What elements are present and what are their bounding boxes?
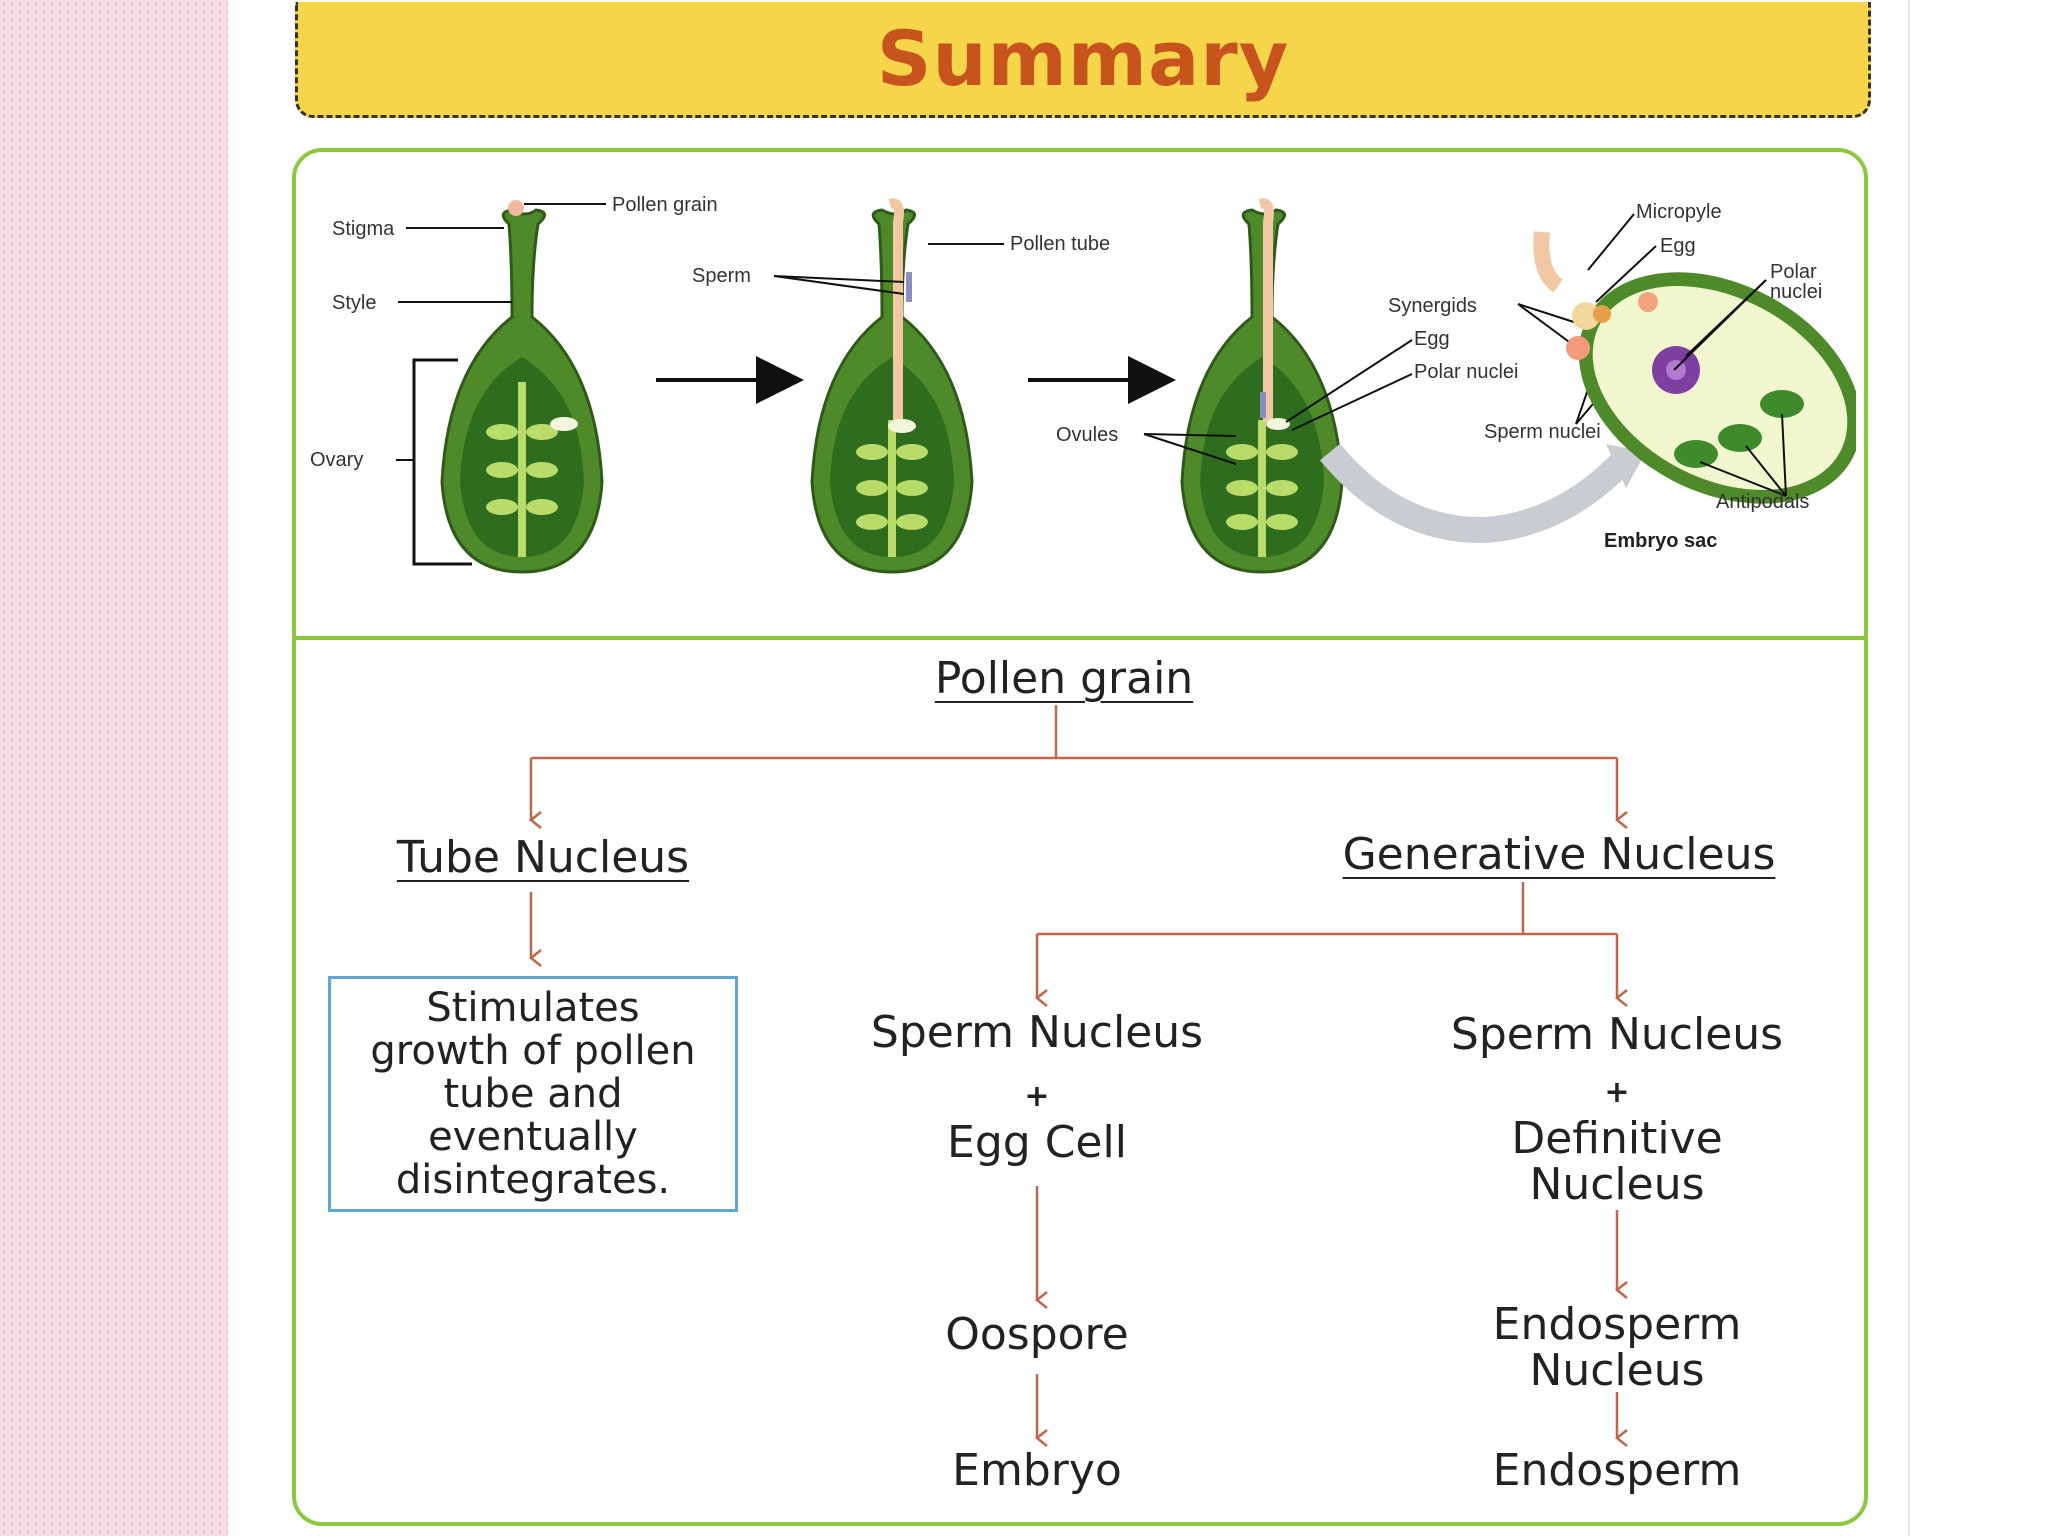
label-polar-nuclei: Polar nuclei xyxy=(1414,361,1519,383)
label-pollen-grain: Pollen grain xyxy=(612,194,718,216)
label-pollen-tube: Pollen tube xyxy=(1010,233,1110,255)
flow-definitive-nucleus: Definitive Nucleus xyxy=(1511,1113,1723,1210)
label-sperm-nuclei: Sperm nuclei xyxy=(1484,421,1601,443)
label-embryo-sac: Embryo sac xyxy=(1604,530,1717,552)
flow-pollen-grain: Pollen grain xyxy=(934,653,1194,704)
flow-egg-cell: Egg Cell xyxy=(947,1117,1127,1168)
flow-plus-2: + xyxy=(1604,1075,1630,1110)
label-egg-top: Egg xyxy=(1660,235,1696,257)
tube-nucleus-note: Stimulates growth of pollen tube and eve… xyxy=(328,976,738,1212)
pistil-2 xyxy=(810,198,974,574)
summary-banner: Summary xyxy=(295,2,1871,118)
page-title: Summary xyxy=(876,14,1290,103)
flow-endosperm-nucleus: Endosperm Nucleus xyxy=(1492,1299,1742,1396)
label-egg: Egg xyxy=(1414,328,1450,350)
label-synergids: Synergids xyxy=(1388,295,1477,317)
flow-sperm-nucleus-1: Sperm Nucleus xyxy=(870,1007,1204,1058)
label-antipodals: Antipodals xyxy=(1716,491,1809,513)
flow-sperm-nucleus-2: Sperm Nucleus xyxy=(1450,1009,1784,1060)
tube-nucleus-note-text: Stimulates growth of pollen tube and eve… xyxy=(370,984,696,1203)
pistil-1 xyxy=(440,200,604,574)
pollination-illustration: Stigma Style Pollen grain Ovary Pollen t… xyxy=(310,194,1856,574)
label-micropyle: Micropyle xyxy=(1636,201,1722,223)
label-sperm: Sperm xyxy=(692,265,751,287)
embryo-sac xyxy=(1533,231,1856,504)
decorative-left-strip xyxy=(0,0,228,1536)
flow-endosperm: Endosperm xyxy=(1492,1445,1742,1496)
panel-divider xyxy=(292,636,1868,640)
flow-embryo: Embryo xyxy=(952,1445,1122,1496)
flow-tube-nucleus: Tube Nucleus xyxy=(396,832,690,883)
label-ovary: Ovary xyxy=(310,449,363,471)
flow-oospore: Oospore xyxy=(945,1309,1129,1360)
label-stigma: Stigma xyxy=(332,218,395,240)
flow-plus-1: + xyxy=(1024,1079,1050,1114)
label-style: Style xyxy=(332,292,376,314)
label-ovules: Ovules xyxy=(1056,424,1118,446)
flow-generative-nucleus: Generative Nucleus xyxy=(1342,829,1776,880)
